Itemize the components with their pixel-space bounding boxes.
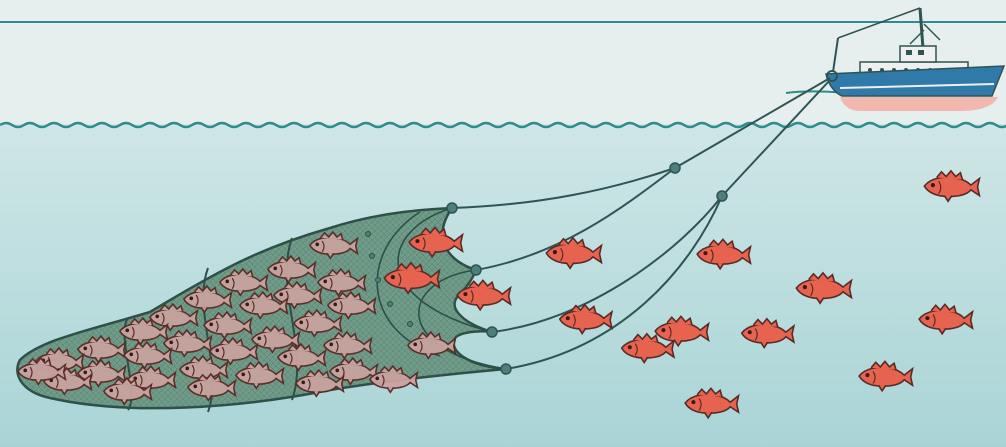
knot <box>487 327 497 337</box>
knot <box>501 364 511 374</box>
boat-reflection <box>840 97 998 111</box>
knot <box>471 265 481 275</box>
knot <box>447 203 457 213</box>
knot <box>670 163 680 173</box>
knot <box>717 191 727 201</box>
